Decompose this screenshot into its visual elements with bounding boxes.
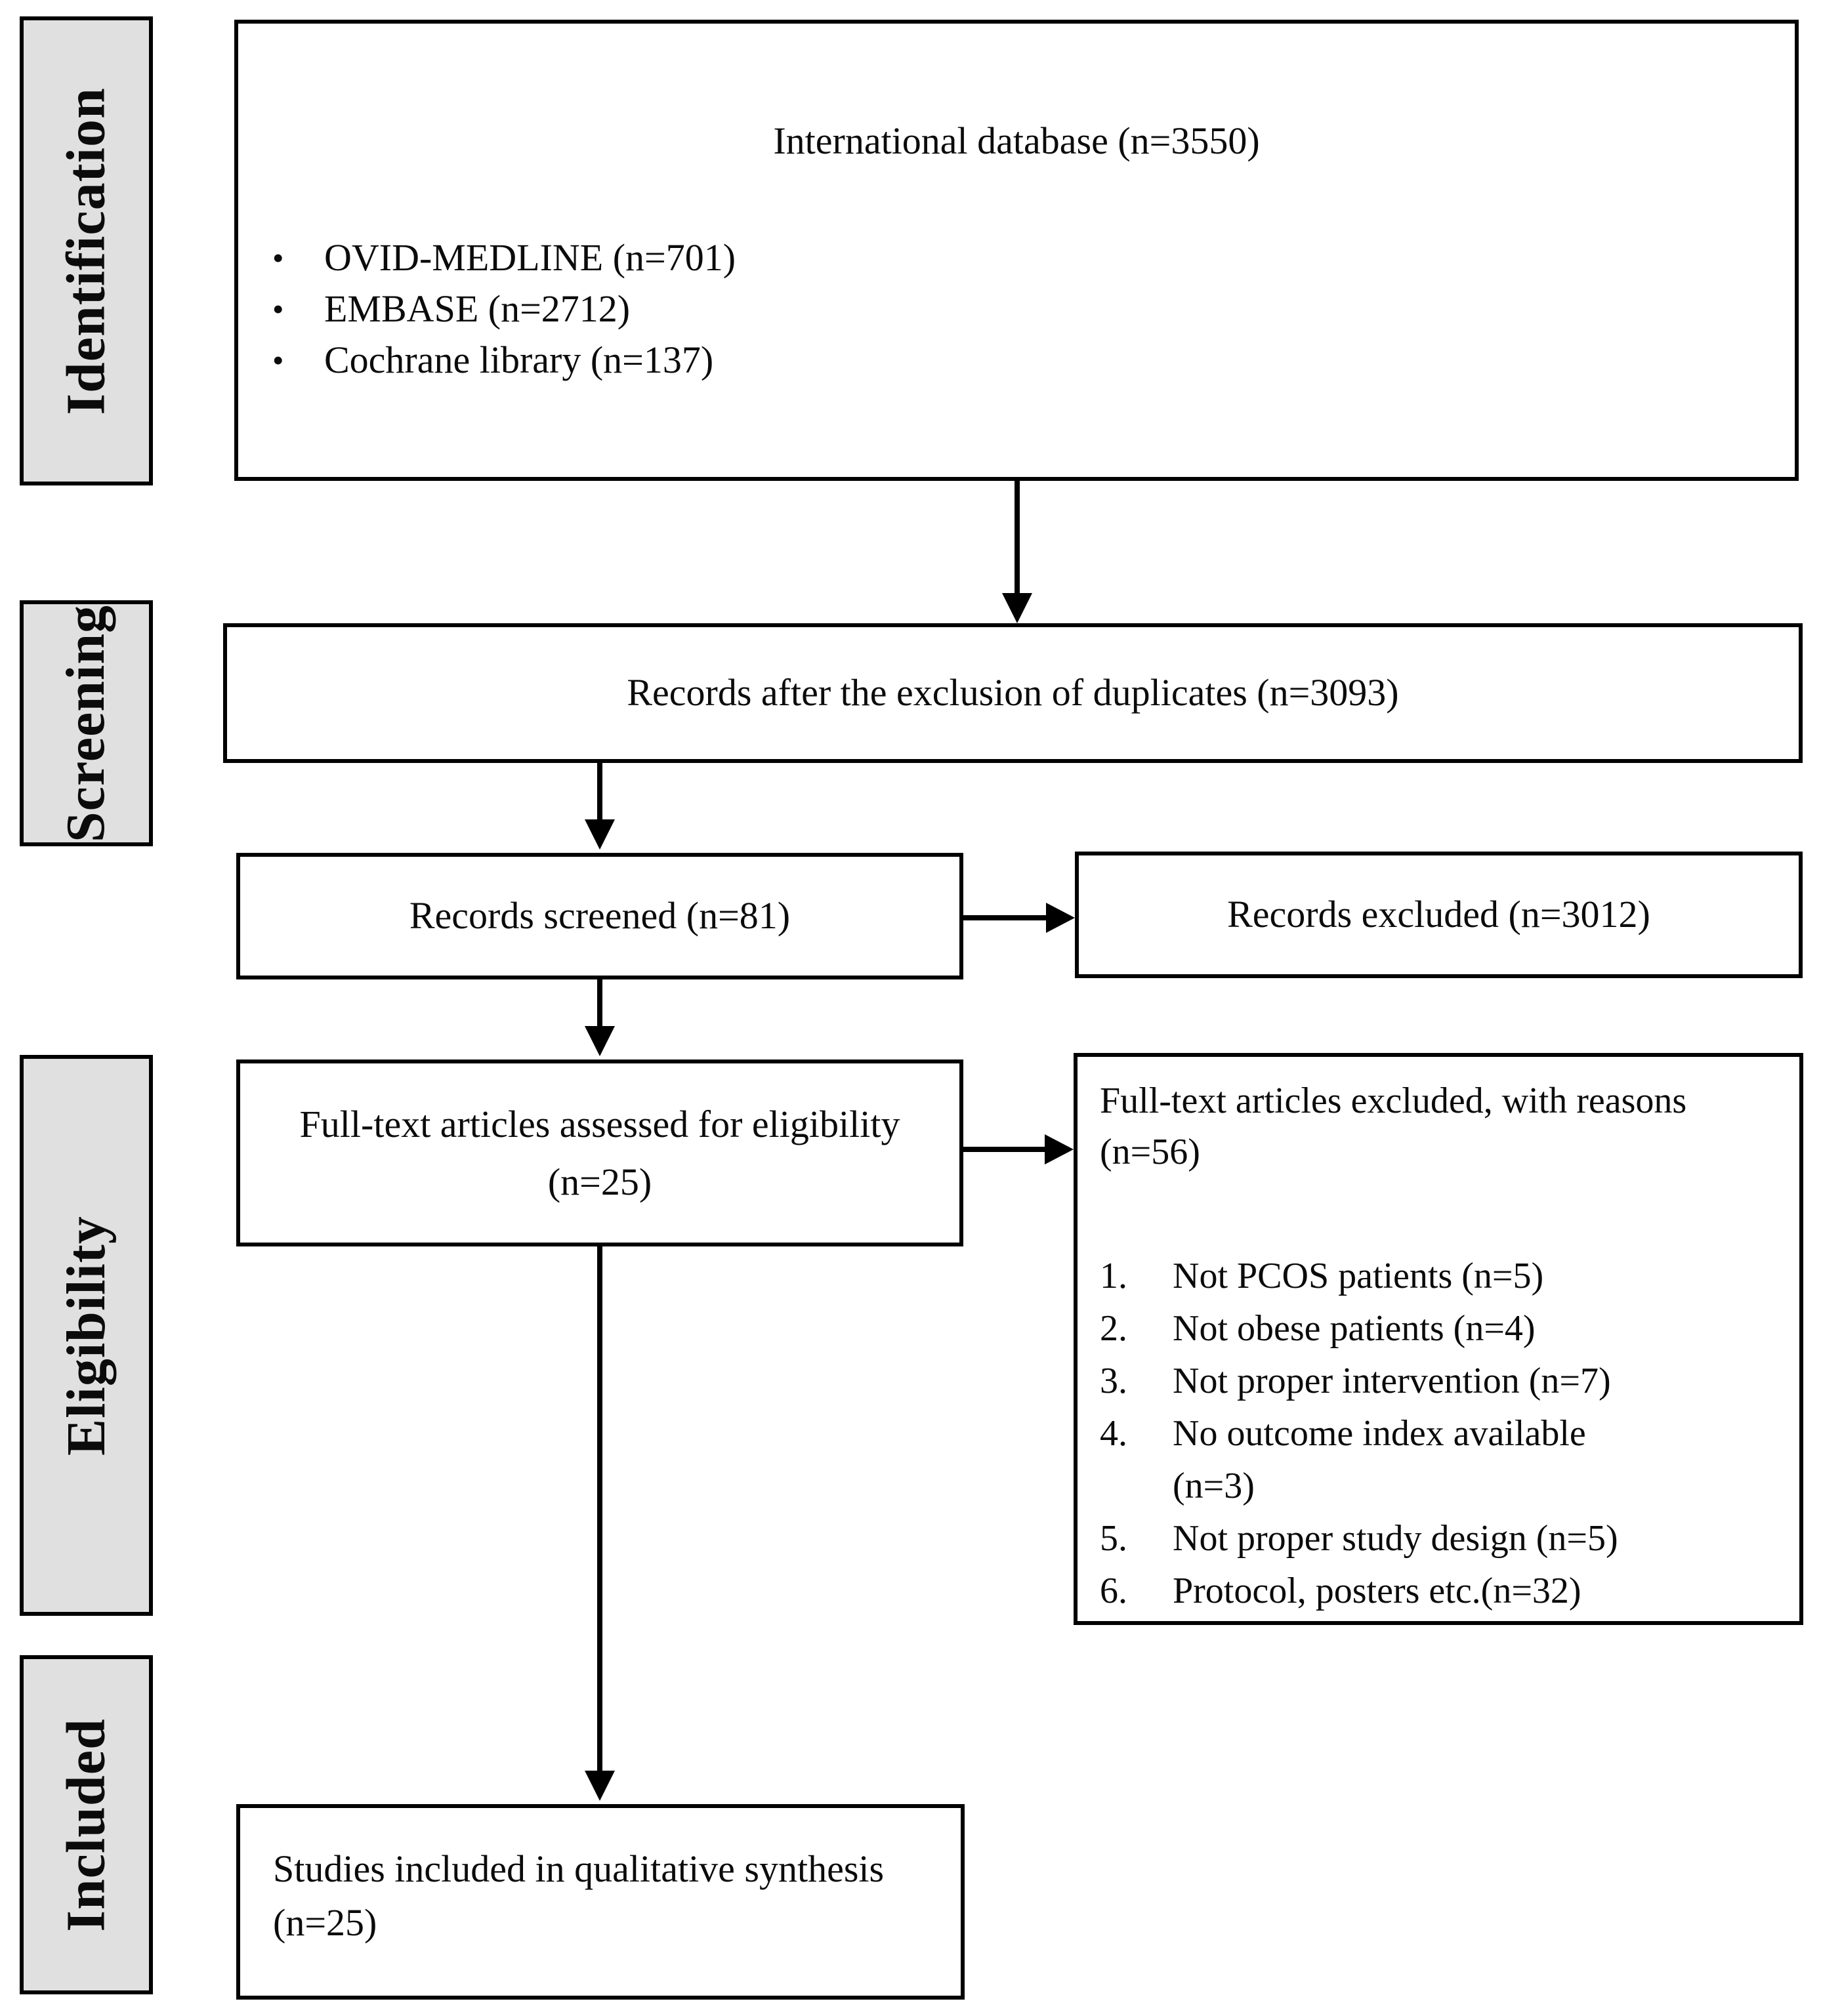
reason-number: 5. [1100,1518,1127,1559]
list-item: • OVID-MEDLINE (n=701) [272,232,1769,283]
exclusion-reason-2: 2. Not obese patients (n=4) [1100,1302,1780,1355]
list-item: • EMBASE (n=2712) [272,283,1769,335]
stage-label-eligibility: Eligibility [55,1215,117,1456]
bullet-icon: • [272,342,284,379]
reason-number: 6. [1100,1571,1127,1611]
fulltext-assessed-box: Full-text articles assessed for eligibil… [236,1059,963,1246]
arrowhead-right-icon [1046,903,1075,933]
arrow-screened-to-excluded [963,915,1051,920]
stage-label-screening: Screening [55,604,117,842]
exclusion-reason-3: 3. Not proper intervention (n=7) [1100,1355,1780,1407]
exclusion-reason-4: 4. No outcome index available (n=3) [1100,1407,1780,1512]
source-cochrane: Cochrane library (n=137) [324,339,714,381]
arrowhead-right-icon [1045,1134,1074,1164]
records-screened-text: Records screened (n=81) [409,894,791,937]
stage-label-identification: Identification [55,87,117,415]
reason-text-line2: (n=3) [1173,1466,1255,1506]
reason-number: 1. [1100,1256,1127,1296]
reason-text: No outcome index available [1173,1413,1586,1454]
reason-text: Not proper study design (n=5) [1173,1518,1618,1559]
stage-label-included: Included [55,1718,117,1932]
arrowhead-down-icon [585,1771,615,1801]
duplicates-removed-text: Records after the exclusion of duplicate… [627,671,1399,714]
exclusion-reason-1: 1. Not PCOS patients (n=5) [1100,1250,1780,1302]
source-embase: EMBASE (n=2712) [324,287,631,330]
arrowhead-down-icon [1002,593,1032,623]
arrowhead-down-icon [585,819,615,850]
records-screened-box: Records screened (n=81) [236,853,963,979]
international-database-title: International database (n=3550) [773,119,1260,162]
exclusion-reason-5: 5. Not proper study design (n=5) [1100,1512,1780,1565]
arrow-duplicates-to-screened [597,763,602,823]
reason-text: Not proper intervention (n=7) [1173,1361,1611,1401]
bullet-icon: • [272,291,284,327]
source-ovid-medline: OVID-MEDLINE (n=701) [324,236,736,279]
fulltext-assessed-text: Full-text articles assessed for eligibil… [299,1102,900,1203]
arrow-identification-to-duplicates [1015,481,1020,602]
reason-text: Not PCOS patients (n=5) [1173,1256,1544,1296]
studies-included-text: Studies included in qualitative synthesi… [273,1847,885,1944]
stage-box-screening: Screening [20,600,153,846]
bullet-icon: • [272,239,284,276]
reason-number: 4. [1100,1413,1127,1454]
reason-number: 2. [1100,1308,1127,1349]
records-excluded-box: Records excluded (n=3012) [1075,852,1803,978]
stage-box-identification: Identification [20,16,153,485]
studies-included-box: Studies included in qualitative synthesi… [236,1804,965,2000]
international-database-box: International database (n=3550) • OVID-M… [234,20,1799,481]
exclusion-reason-6: 6. Protocol, posters etc.(n=32) [1100,1565,1780,1617]
records-excluded-text: Records excluded (n=3012) [1227,893,1650,936]
list-item: • Cochrane library (n=137) [272,335,1769,386]
reason-text: Protocol, posters etc.(n=32) [1173,1571,1581,1611]
arrowhead-down-icon [585,1026,615,1056]
fulltext-excluded-box: Full-text articles excluded, with reason… [1074,1053,1803,1625]
duplicates-removed-box: Records after the exclusion of duplicate… [223,623,1803,763]
stage-box-eligibility: Eligibility [20,1055,153,1616]
arrow-screened-to-fulltext [597,979,602,1029]
database-source-list: • OVID-MEDLINE (n=701) • EMBASE (n=2712)… [272,232,1769,386]
arrow-fulltext-to-included [597,1246,602,1774]
reason-text: Not obese patients (n=4) [1173,1308,1536,1349]
arrow-fulltext-to-excluded [963,1147,1050,1152]
exclusion-reason-list: 1. Not PCOS patients (n=5) 2. Not obese … [1100,1250,1780,1617]
stage-box-included: Included [20,1655,153,1994]
reason-number: 3. [1100,1361,1127,1401]
fulltext-excluded-title: Full-text articles excluded, with reason… [1100,1080,1687,1172]
